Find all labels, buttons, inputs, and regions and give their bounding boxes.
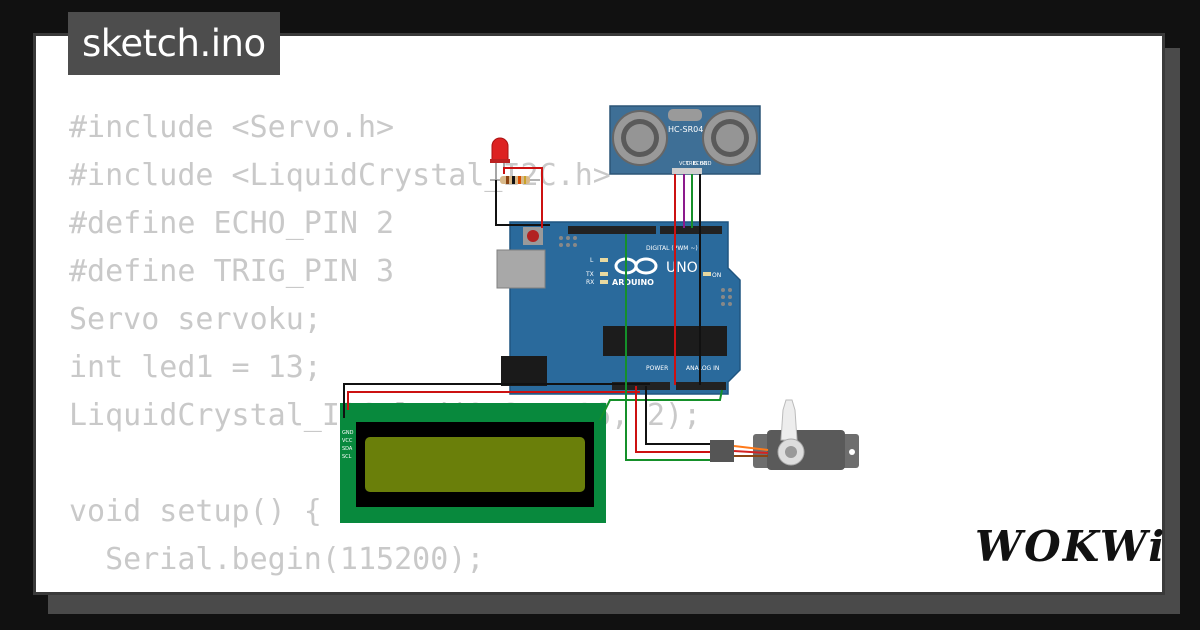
wokwi-logo: WOKWi <box>975 522 1167 571</box>
on-led-label: ON <box>712 272 721 279</box>
sensor-pin-gnd: GND <box>700 161 712 167</box>
svg-text:GND: GND <box>342 430 354 436</box>
code-line: int led1 = 13; <box>69 350 322 385</box>
arduino-model-label: UNO <box>666 260 698 276</box>
code-line: Servo servoku; <box>69 302 322 337</box>
svg-text:SCL: SCL <box>342 454 352 460</box>
reset-button <box>527 230 539 242</box>
tx-led-label: TX <box>585 271 594 278</box>
servo-motor[interactable] <box>710 399 859 470</box>
lcd-1602-display[interactable]: GND VCC SDA SCL <box>340 403 606 523</box>
svg-text:SDA: SDA <box>342 446 353 452</box>
code-line: void setup() { <box>69 494 322 529</box>
atmega-chip <box>603 326 727 356</box>
code-line: pinMode(led1, OUTPUT); <box>69 590 502 592</box>
usb-port <box>496 249 546 289</box>
wires <box>343 167 723 461</box>
sensor-pin-vcc: VCC <box>679 161 690 167</box>
svg-text:VCC: VCC <box>342 438 353 444</box>
hc-sr04-sensor[interactable]: HC-SR04 VCC TRIG ECHO GND <box>609 105 761 175</box>
power-jack <box>501 356 547 386</box>
sketch-filename-tab[interactable]: sketch.ino <box>68 12 280 75</box>
arduino-brand-label: ARDUINO <box>612 278 654 287</box>
code-line: #define ECHO_PIN 2 <box>69 206 395 241</box>
arduino-uno-board[interactable]: ARDUINO UNO DIGITAL (PWM ~) POWER ANALOG… <box>496 221 741 395</box>
red-led[interactable] <box>490 137 510 180</box>
code-background: #include <Servo.h> #include <LiquidCryst… <box>69 104 701 592</box>
digital-pins-label: DIGITAL (PWM ~) <box>646 245 698 252</box>
code-line: #include <LiquidCrystal_I2C.h> <box>69 158 611 193</box>
resistor[interactable] <box>490 176 540 184</box>
lcd-pin-labels: GND VCC SDA SCL <box>342 430 354 460</box>
l-led-label: L <box>590 257 594 264</box>
sensor-model-label: HC-SR04 <box>668 125 703 134</box>
sensor-pin-echo: ECHO <box>693 161 707 167</box>
power-pins-label: POWER <box>646 365 668 372</box>
sensor-pin-trig: TRIG <box>685 161 698 167</box>
code-line: Serial.begin(115200); <box>69 542 485 577</box>
code-line: #include <Servo.h> <box>69 110 395 145</box>
code-line: #define TRIG_PIN 3 <box>69 254 395 289</box>
rx-led-label: RX <box>586 279 594 286</box>
analog-pins-label: ANALOG IN <box>686 365 719 372</box>
